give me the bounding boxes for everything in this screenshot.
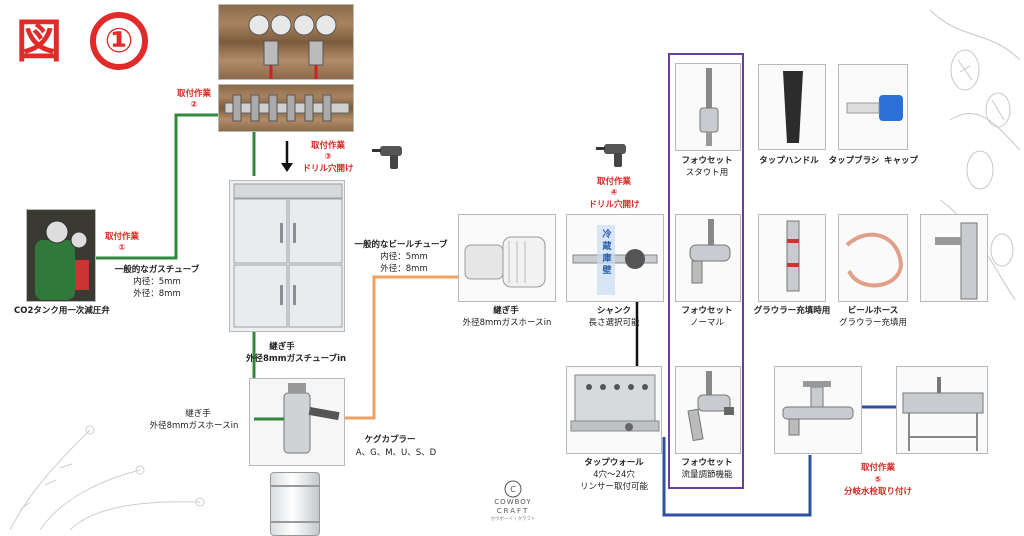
install-2-title: 取付作業 — [176, 89, 211, 99]
install-4-title: 取付作業 — [596, 177, 631, 187]
tap-wall-desc-1: 4穴〜24穴 — [593, 470, 635, 480]
faucet-flow-title: フォウセット — [681, 458, 733, 468]
tap-brush-photo — [838, 64, 908, 150]
install-4-num: ④ — [610, 188, 618, 198]
install-3-num: ③ — [324, 152, 332, 162]
logo-small: カウボーイ・クラフト — [490, 516, 536, 522]
install-5-desc: 分岐水栓取り付け — [843, 487, 912, 497]
joint-2-title: 継ぎ手 — [493, 306, 519, 316]
faucet-flow-desc: 流量調節機能 — [681, 470, 733, 480]
beer-line — [336, 275, 458, 420]
beer-hose-photo — [838, 214, 908, 302]
gas-tube-inner: 内径：5mm — [133, 277, 181, 287]
joint-2-desc: 外径8mmガスホースin — [462, 318, 552, 328]
install-1-num: ① — [118, 243, 126, 253]
faucet-normal-photo — [675, 214, 741, 302]
growler-filler-photo — [758, 214, 826, 302]
faucet-frame — [668, 53, 744, 489]
cap-label: キャップ — [883, 156, 918, 166]
faucet-stout-title: フォウセット — [681, 156, 733, 166]
shank-title: シャンク — [596, 306, 631, 316]
shank-photo: 冷蔵庫壁 — [566, 214, 664, 302]
faucet-stout-desc: スタウト用 — [685, 168, 729, 178]
beer-tube-inner: 内径：5mm — [380, 252, 428, 262]
install-5-num: ⑤ — [874, 475, 882, 485]
faucet-stout-photo — [675, 63, 741, 151]
refrigerator-photo — [229, 180, 345, 332]
keg-image — [270, 472, 320, 536]
faucet-normal-title: フォウセット — [681, 306, 733, 316]
install-4-desc: ドリル穴開け — [588, 200, 640, 210]
figure-title: 図 ① — [16, 8, 150, 70]
beer-hose-desc: グラウラー充填用 — [838, 318, 907, 328]
flora-illustration — [9, 425, 205, 531]
gas-line-co2 — [95, 113, 218, 260]
tower-photo — [920, 214, 988, 302]
beer-tube-outer: 外径：8mm — [380, 264, 428, 274]
shank-desc: 長さ選択可能 — [588, 318, 640, 328]
figure-title-kanji: 図 — [16, 14, 62, 68]
keg-coupler-photo — [249, 378, 345, 466]
arrow-drill-1-head — [281, 163, 293, 172]
regulator-photo — [218, 4, 354, 80]
joint-1-desc: 外径8mmガスチューブin — [245, 354, 347, 364]
beer-hose-title: ビールホース — [847, 306, 899, 316]
joint-3-desc: 外径8mmガスホースin — [149, 421, 239, 431]
drill-icon — [372, 146, 402, 169]
logo-bottom: CRAFT — [496, 507, 530, 516]
tap-brush-label: タップブラシ — [828, 156, 880, 166]
drill-icon-2 — [596, 144, 626, 167]
tap-wall-photo — [566, 366, 662, 454]
gas-manifold-photo — [218, 84, 354, 132]
beer-tube-title: 一般的なビールチューブ — [354, 240, 448, 250]
gas-tube-title: 一般的なガスチューブ — [114, 265, 200, 275]
faucet-normal-desc: ノーマル — [689, 318, 724, 328]
figure-title-number: ① — [90, 12, 148, 70]
joint-2-photo — [458, 214, 556, 302]
tap-handle-photo — [758, 64, 826, 150]
cowboy-craft-logo: C COWBOY CRAFT カウボーイ・クラフト — [486, 480, 540, 534]
install-3-title: 取付作業 — [310, 141, 345, 151]
tap-handle-label: タップハンドル — [759, 156, 819, 166]
tap-wall-desc-2: リンサー取付可能 — [579, 482, 648, 492]
install-1-title: 取付作業 — [104, 232, 139, 242]
co2-label: CO2タンク用一次減圧弁 — [14, 306, 110, 316]
joint-3-title: 継ぎ手 — [185, 409, 211, 419]
sink-photo — [896, 366, 988, 454]
logo-top: COWBOY — [494, 498, 532, 506]
branch-valve-photo — [774, 366, 862, 454]
install-2-num: ② — [190, 100, 198, 110]
gas-tube-outer: 外径：8mm — [133, 289, 181, 299]
install-5-title: 取付作業 — [860, 463, 895, 473]
tap-wall-title: タップウォール — [584, 458, 644, 468]
faucet-flow-photo — [675, 366, 741, 454]
keg-title: ケグカプラー — [364, 435, 416, 445]
keg-desc: A、G、M、U、S、D — [355, 448, 437, 458]
wall-text: 冷蔵庫壁 — [602, 230, 612, 276]
hop-illustration — [929, 9, 1021, 301]
co2-regulator-photo — [26, 209, 96, 302]
install-3-desc: ドリル穴開け — [302, 164, 354, 174]
svg-text:C: C — [510, 485, 516, 494]
water-line — [662, 437, 812, 517]
growler-label: グラウラー充填時用 — [753, 306, 831, 316]
joint-1-title: 継ぎ手 — [269, 342, 295, 352]
